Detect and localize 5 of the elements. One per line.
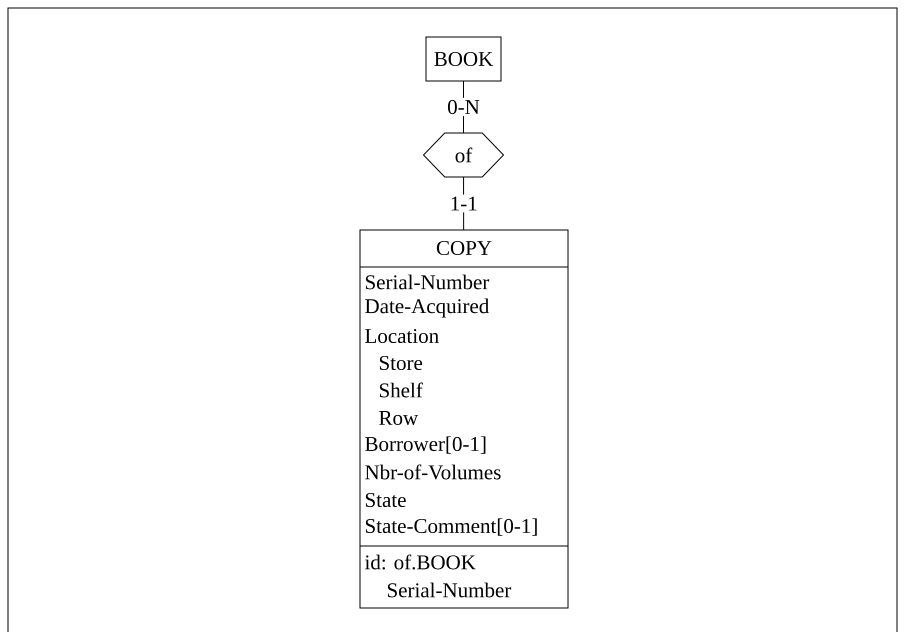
relationship-hexagon: of [422, 132, 504, 178]
entity-box: BOOK [426, 36, 502, 82]
entity-box: COPY Serial-Number Date-Acquired Location Store Shelf Row Borrower[0-1] Nbr-of-Volumes State State-Comment[0-1] id: of.BOOK Serial-Number [360, 230, 568, 608]
cardinality-label: 1-1 [448, 194, 480, 212]
cardinality-label: 0-N [445, 98, 482, 116]
